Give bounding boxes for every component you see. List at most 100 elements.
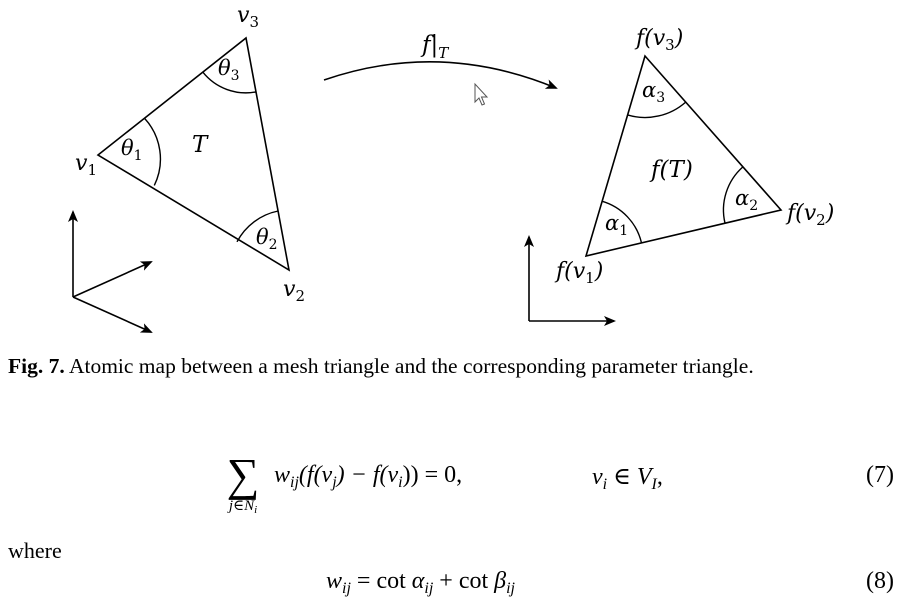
fv3-subscript: 3 [665, 36, 675, 54]
coordinate-axes-2d [524, 235, 616, 326]
eq8-alpha-subscript: ij [424, 580, 434, 597]
axis-diagonal-down [72, 296, 153, 333]
summation-index-subscript: i [254, 504, 258, 516]
angle-arc-theta2 [236, 210, 279, 243]
parameter-triangle: f(v3) f(v2) f(v1) α3 α2 α1 f(T) [554, 26, 834, 287]
summation: ∑ j∈Ni [218, 449, 268, 517]
eq8-cot2: cot [458, 568, 495, 594]
equation-7-body: wij(f(vj) − f(vi)) = 0, [274, 462, 462, 492]
mapping-f: f [420, 32, 434, 58]
theta3-symbol: θ [218, 56, 231, 80]
weight-w: w [274, 462, 291, 488]
triangle-label-T: T [192, 132, 209, 158]
theta1-subscript: 1 [134, 148, 143, 164]
equation-7: ∑ j∈Ni wij(f(vj) − f(vi)) = 0, vi ∈ VI, … [0, 452, 902, 532]
eq8-beta: β [494, 568, 507, 594]
fv2-text: f(v [785, 201, 817, 226]
figure-caption-label: Fig. 7. [8, 354, 65, 378]
summation-symbol: ∑ [226, 449, 260, 500]
fv1-subscript: 1 [585, 269, 595, 287]
parameter-triangle-outline [584, 54, 783, 258]
vertex-label-v3: v3 [237, 3, 259, 31]
vertex-label-v2: v2 [283, 277, 305, 305]
v3-symbol: v [237, 3, 250, 28]
angle-label-theta1: θ1 [121, 136, 143, 164]
equation-8: wij = cot αij + cot βij (8) [0, 566, 902, 606]
vertex-label-fv3: f(v3) [634, 26, 683, 54]
vertex-label-v1: v1 [75, 151, 97, 179]
mapping-label: f|T [420, 32, 449, 62]
fv3-text: f(v [634, 26, 666, 51]
alpha1-symbol: α [605, 211, 619, 235]
theta2-symbol: θ [256, 225, 269, 249]
angle-arc-alpha1 [601, 200, 643, 244]
eq7-sub-i: i [398, 474, 403, 491]
fv1-text: f(v [554, 259, 586, 284]
eq8-w-subscript: ij [342, 580, 351, 597]
alpha2-subscript: 2 [749, 198, 758, 214]
cond-end: , [656, 464, 663, 490]
cond-in-V: ∈ V [607, 464, 652, 490]
eq7-part2: ) − f(v [336, 462, 399, 488]
eq7-sub-j: j [332, 474, 337, 491]
v1-subscript: 1 [87, 161, 97, 179]
coordinate-axes-3d [68, 210, 153, 333]
axis-diagonal-up [72, 261, 153, 298]
eq7-part1: (f(v [298, 462, 333, 488]
mapping-arrow-curve [323, 61, 558, 89]
equation-8-body: wij = cot αij + cot βij [326, 568, 515, 598]
figure-atomic-map: v1 v3 v2 θ1 θ3 θ2 T f|T [68, 3, 834, 333]
v2-subscript: 2 [295, 287, 305, 305]
weight-subscript: ij [290, 474, 299, 491]
v3-subscript: 3 [249, 13, 259, 31]
angle-label-theta3: θ3 [218, 56, 240, 84]
mesh-triangle-outline [96, 36, 291, 272]
v2-symbol: v [283, 277, 296, 302]
angle-arc-alpha2 [722, 166, 744, 224]
angle-arc-theta3 [202, 71, 257, 94]
equation-7-condition: vi ∈ VI, [592, 462, 663, 494]
eq7-part3: )) = 0, [402, 462, 463, 488]
fv3-close: ) [674, 26, 684, 51]
alpha3-symbol: α [642, 78, 656, 102]
v1-symbol: v [75, 151, 88, 176]
eq8-beta-subscript: ij [506, 580, 515, 597]
equation-number-7: (7) [866, 462, 894, 488]
summation-index-text: j∈N [228, 498, 255, 514]
eq8-equals: = [350, 568, 377, 594]
vertex-label-fv1: f(v1) [554, 259, 603, 287]
figure-caption: Fig. 7. Atomic map between a mesh triang… [8, 352, 896, 381]
cond-V-subscript: I [651, 476, 657, 493]
theta3-subscript: 3 [231, 68, 240, 84]
fv2-close: ) [825, 201, 835, 226]
eq8-w: w [326, 568, 343, 594]
cond-v-subscript: i [602, 476, 608, 493]
theta2-subscript: 2 [269, 237, 278, 253]
vertex-label-fv2: f(v2) [785, 201, 834, 229]
mapping-bar: | [431, 32, 439, 58]
figure-caption-text: Atomic map between a mesh triangle and t… [68, 354, 754, 378]
mapping-arrow: f|T [323, 32, 558, 106]
eq8-alpha: α [411, 568, 425, 594]
theta1-symbol: θ [121, 136, 134, 160]
cond-v: v [592, 464, 603, 490]
eq8-plus: + [433, 568, 459, 594]
triangle-label-fT: f(T) [649, 157, 693, 183]
mouse-cursor-icon [474, 82, 489, 106]
angle-label-alpha2: α2 [735, 186, 758, 214]
mesh-triangle: v1 v3 v2 θ1 θ3 θ2 T [75, 3, 305, 305]
summation-index: j∈Ni [218, 496, 268, 516]
equation-number-8: (8) [866, 568, 894, 594]
alpha2-symbol: α [735, 186, 749, 210]
angle-label-alpha1: α1 [605, 211, 628, 239]
fv1-close: ) [594, 259, 604, 284]
angle-arc-alpha3 [627, 101, 687, 119]
angle-label-alpha3: α3 [642, 78, 665, 106]
mapping-subscript: T [438, 44, 449, 62]
alpha1-subscript: 1 [619, 223, 628, 239]
where-text: where [8, 538, 62, 563]
alpha3-subscript: 3 [656, 90, 665, 106]
fv2-subscript: 2 [816, 211, 826, 229]
eq8-cot1: cot [376, 568, 412, 594]
angle-label-theta2: θ2 [256, 225, 278, 253]
